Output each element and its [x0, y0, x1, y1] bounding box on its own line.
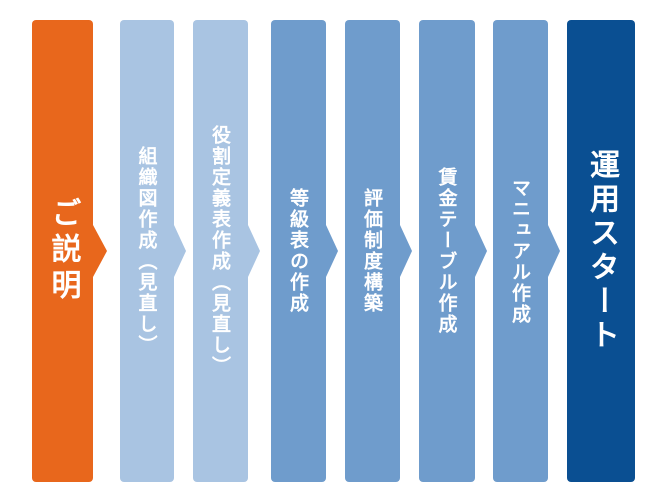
arrow-right-icon: [93, 225, 107, 277]
step-label: マニュアル作成: [509, 177, 531, 325]
step-wage-table: 賃金テーブル作成: [419, 20, 487, 482]
step-operation-start: 運用スタート: [567, 20, 635, 482]
step-label: ご説明: [45, 197, 81, 305]
step-label: 組織図作成（見直し）: [135, 146, 158, 356]
step-explanation: ご説明: [32, 20, 107, 482]
step-label: 等級表の作成: [287, 188, 309, 314]
step-label: 賃金テーブル作成: [435, 167, 458, 335]
step-label: 評価制度構築: [361, 188, 383, 314]
arrow-right-icon: [400, 225, 412, 277]
arrow-right-icon: [248, 225, 260, 277]
arrow-right-icon: [475, 225, 487, 277]
step-manual: マニュアル作成: [493, 20, 560, 482]
arrow-right-icon: [548, 225, 560, 277]
arrow-right-icon: [174, 225, 186, 277]
step-label: 役割定義表作成（見直し）: [209, 125, 231, 377]
step-org-chart: 組織図作成（見直し）: [120, 20, 186, 482]
arrow-right-icon: [326, 225, 338, 277]
step-role-definition: 役割定義表作成（見直し）: [193, 20, 260, 482]
step-grade-table: 等級表の作成: [271, 20, 338, 482]
step-evaluation-system: 評価制度構築: [345, 20, 412, 482]
step-label: 運用スタート: [584, 149, 619, 353]
